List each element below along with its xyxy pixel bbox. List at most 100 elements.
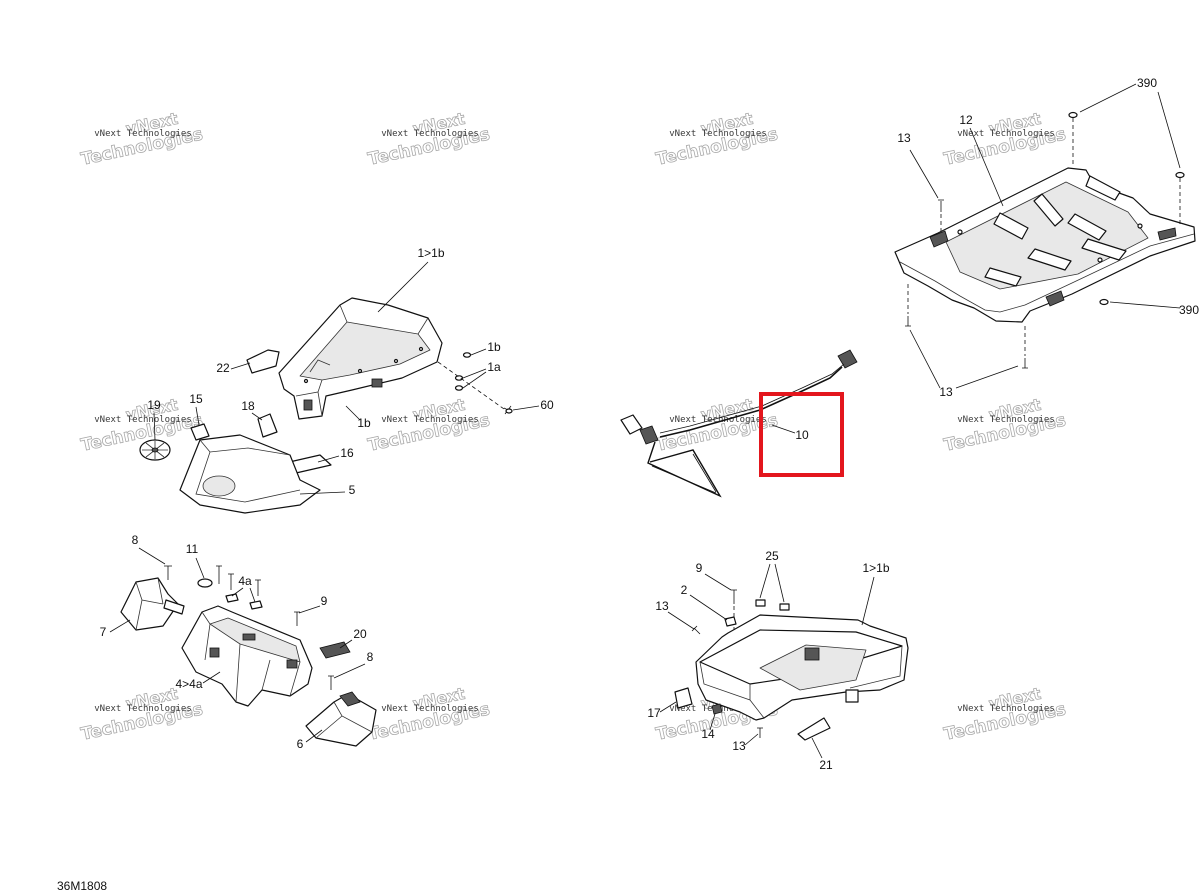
panel-rib [1085, 175, 1121, 201]
callout-19[interactable]: 19 [147, 398, 161, 412]
screw-25 [779, 603, 790, 611]
housing-hole [418, 346, 424, 352]
watermark-small: vNext Technologies [669, 415, 767, 425]
rivet-390 [1175, 171, 1185, 179]
mount-detail [201, 611, 301, 703]
harness-loop [647, 441, 722, 498]
callout-18[interactable]: 18 [241, 399, 255, 413]
callout-21[interactable]: 21 [819, 758, 833, 772]
callout-13[interactable]: 13 [732, 739, 746, 753]
nut-4a [249, 600, 263, 610]
part-12-floor-panel [894, 167, 1196, 323]
screw-8 [328, 675, 334, 690]
nut-1a [454, 375, 464, 381]
panel-front-lip [899, 233, 1195, 313]
panel-hole [1137, 223, 1143, 229]
callout-2[interactable]: 2 [681, 583, 688, 597]
housing-detail [295, 304, 429, 417]
tray-connector [804, 647, 820, 661]
callout-5[interactable]: 5 [349, 483, 356, 497]
harness-wire [659, 366, 843, 438]
bottom-right-fasteners [674, 589, 831, 741]
part-6-cover [305, 691, 377, 747]
screw-13 [1022, 358, 1028, 369]
callout-20[interactable]: 20 [353, 627, 367, 641]
part-17-bracket [674, 687, 693, 709]
callout-1b[interactable]: 1b [487, 340, 501, 354]
watermark-small: vNext Technologies [957, 415, 1055, 425]
callout-25[interactable]: 25 [765, 549, 779, 563]
panel-rib [984, 267, 1022, 287]
callout-1-1b[interactable]: 1>1b [862, 561, 889, 575]
watermark-small: vNext Technologies [94, 129, 192, 139]
callout-60[interactable]: 60 [540, 398, 554, 412]
screw-13 [938, 199, 944, 212]
highlight-box [759, 392, 844, 477]
panel-hole [1097, 257, 1103, 263]
mount-outline [181, 605, 313, 707]
callout-9[interactable]: 9 [321, 594, 328, 608]
nut-1a [454, 385, 464, 391]
watermark-small: vNext Technologies [669, 129, 767, 139]
panel-tab [929, 230, 949, 248]
callout-14[interactable]: 14 [701, 727, 715, 741]
housing-clip [371, 378, 383, 388]
part-5-cover-panel [179, 434, 321, 514]
rivet-390 [1068, 111, 1078, 119]
callout-15[interactable]: 15 [189, 392, 203, 406]
callout-13[interactable]: 13 [897, 131, 911, 145]
panel-rib [1081, 238, 1127, 261]
harness-connector-left [620, 414, 643, 435]
part-1-housing [278, 297, 443, 420]
part-4-mount-bracket [181, 605, 313, 707]
callout-16[interactable]: 16 [340, 446, 354, 460]
watermark-small: vNext Technologies [94, 415, 192, 425]
screw-9 [294, 611, 300, 626]
cover-edge [195, 439, 301, 503]
callout-7[interactable]: 7 [100, 625, 107, 639]
callout-390[interactable]: 390 [1179, 303, 1199, 317]
part-7-bracket [120, 577, 185, 631]
screw [255, 579, 261, 596]
callout-10[interactable]: 10 [795, 428, 809, 442]
callout-9[interactable]: 9 [696, 561, 703, 575]
tray-recess [759, 644, 867, 691]
screw-13 [691, 625, 701, 635]
callout-17[interactable]: 17 [647, 706, 661, 720]
leader [109, 547, 366, 743]
housing-hole [393, 358, 399, 364]
callout-8[interactable]: 8 [132, 533, 139, 547]
part-15-clip [190, 423, 210, 441]
screw [228, 573, 234, 590]
screw-13 [905, 316, 911, 327]
callout-4a[interactable]: 4a [238, 574, 252, 588]
callout-22[interactable]: 22 [216, 361, 230, 375]
callout-6[interactable]: 6 [297, 737, 304, 751]
nut-1b [462, 352, 472, 358]
housing-inner-face [299, 321, 431, 381]
housing-fasteners [437, 352, 513, 415]
callout-12[interactable]: 12 [959, 113, 973, 127]
callout-1a[interactable]: 1a [487, 360, 501, 374]
callout-4-4a[interactable]: 4>4a [175, 677, 202, 691]
callout-1-1b[interactable]: 1>1b [417, 246, 444, 260]
callout-1b[interactable]: 1b [357, 416, 371, 430]
part-390-and-13-fasteners [905, 111, 1185, 369]
panel-rib [993, 212, 1029, 240]
part-1-tray [695, 614, 909, 721]
callout-13[interactable]: 13 [939, 385, 953, 399]
rivet-390 [1099, 298, 1109, 306]
mount-clip [286, 659, 298, 669]
leader [909, 83, 1181, 389]
leader [345, 261, 540, 421]
screw-25 [755, 599, 766, 607]
callout-8[interactable]: 8 [367, 650, 374, 664]
callout-11[interactable]: 11 [186, 542, 199, 556]
callout-390[interactable]: 390 [1137, 76, 1157, 90]
callout-13[interactable]: 13 [655, 599, 669, 613]
